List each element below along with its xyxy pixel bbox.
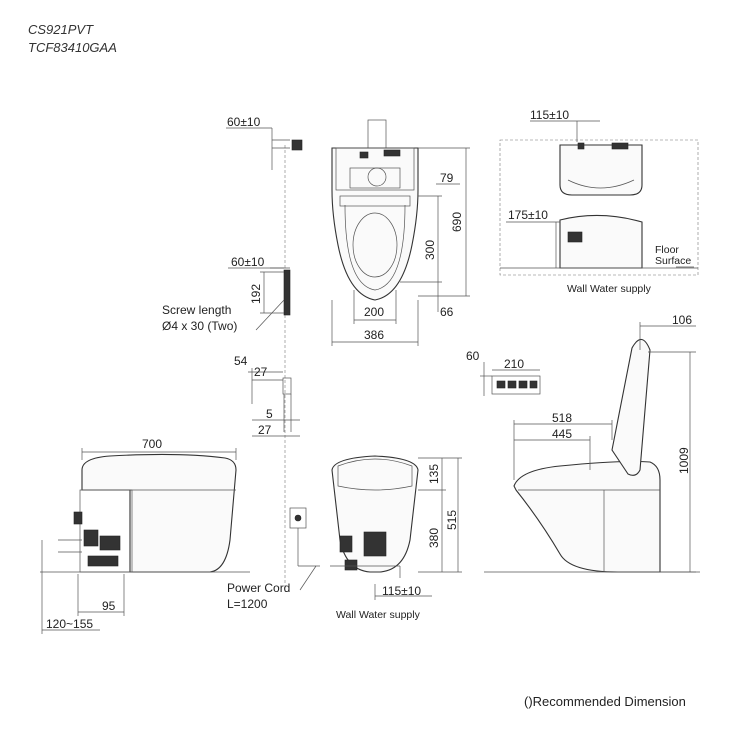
dim-60-remote-front: 60: [466, 349, 480, 363]
dim-60-remote: 60±10: [231, 255, 265, 269]
dim-386: 386: [364, 328, 384, 342]
screw-length-label: Screw length: [162, 303, 231, 317]
valve-front: [363, 531, 387, 557]
floor-label: Floor: [655, 244, 679, 256]
dim-106: 106: [672, 313, 692, 327]
remote-front-view: 210 60: [466, 349, 541, 396]
seat-hinge: [339, 195, 411, 207]
wall-fitting-top: [291, 139, 303, 151]
dim-380: 380: [427, 528, 441, 548]
dim-5: 5: [266, 407, 273, 421]
dim-54: 54: [234, 354, 248, 368]
fitting-b: [383, 149, 401, 157]
bowl-opening: [352, 212, 398, 278]
wall-water-supply-top: Wall Water supply: [567, 283, 652, 295]
surface-label: Surface: [655, 255, 691, 267]
dim-518: 518: [552, 411, 572, 425]
dim-445: 445: [552, 427, 572, 441]
lid-open-right: [611, 338, 651, 476]
power-cord-label: Power Cord: [227, 581, 290, 595]
valve-block: [349, 167, 401, 189]
remote-body: [283, 269, 291, 316]
dim-66: 66: [440, 305, 454, 319]
dim-1009: 1009: [677, 447, 691, 474]
tank-detail: [559, 144, 643, 196]
dim-60-top: 60±10: [227, 115, 261, 129]
dim-700: 700: [142, 437, 162, 451]
dim-115-front: 115±10: [382, 584, 421, 598]
remote-side-view: 60±10 192 Screw length Ø4 x 30 (Two): [162, 255, 291, 333]
lid-front: [337, 458, 413, 491]
front-view: Power Cord L=1200 115±10 Wall Water supp…: [227, 455, 462, 621]
dim-192: 192: [249, 284, 263, 304]
dim-200: 200: [364, 305, 384, 319]
model-number-1: CS921PVT: [28, 22, 94, 37]
dim-515: 515: [445, 510, 459, 530]
tank-outline: [335, 147, 415, 191]
wall-detail-frame: [499, 139, 699, 276]
wall-detail-view: 115±10 175±10 Floor Surface Wall Water s…: [499, 108, 699, 295]
dim-27b: 27: [258, 423, 272, 437]
dim-175: 175±10: [508, 208, 548, 222]
screw-spec-label: Ø4 x 30 (Two): [162, 319, 237, 333]
bracket-detail: 54 27 5 27: [234, 354, 300, 437]
recommended-dimension-note: ()Recommended Dimension: [524, 694, 686, 709]
dim-115-top: 115±10: [530, 108, 569, 122]
toilet-body-side: [81, 453, 237, 573]
power-cord-length: L=1200: [227, 597, 268, 611]
base-detail: [559, 214, 643, 269]
fitting-a: [359, 151, 369, 159]
dim-95: 95: [102, 599, 116, 613]
model-number-2: TCF83410GAA: [28, 40, 117, 55]
top-view: 60±10 690 300 79 66 200 386: [226, 115, 470, 590]
toilet-body-top: [331, 147, 419, 301]
side-view: 700 95 120~155: [41, 437, 237, 634]
water-valve-detail: [567, 231, 583, 243]
dim-690: 690: [450, 212, 464, 232]
right-side-view: 106 1009 518 445: [513, 313, 696, 573]
power-outlet: [289, 507, 307, 529]
seat-outline: [344, 204, 406, 291]
dim-120-155: 120~155: [46, 617, 93, 631]
remote-front-body: [491, 375, 541, 395]
dim-210: 210: [504, 357, 524, 371]
dim-27a: 27: [254, 365, 268, 379]
dim-79: 79: [440, 171, 454, 185]
wall-water-supply-bottom: Wall Water supply: [336, 609, 421, 621]
toilet-body-right: [513, 460, 661, 573]
dim-135: 135: [427, 464, 441, 484]
dim-300: 300: [423, 240, 437, 260]
drain-pipe: [367, 119, 387, 151]
